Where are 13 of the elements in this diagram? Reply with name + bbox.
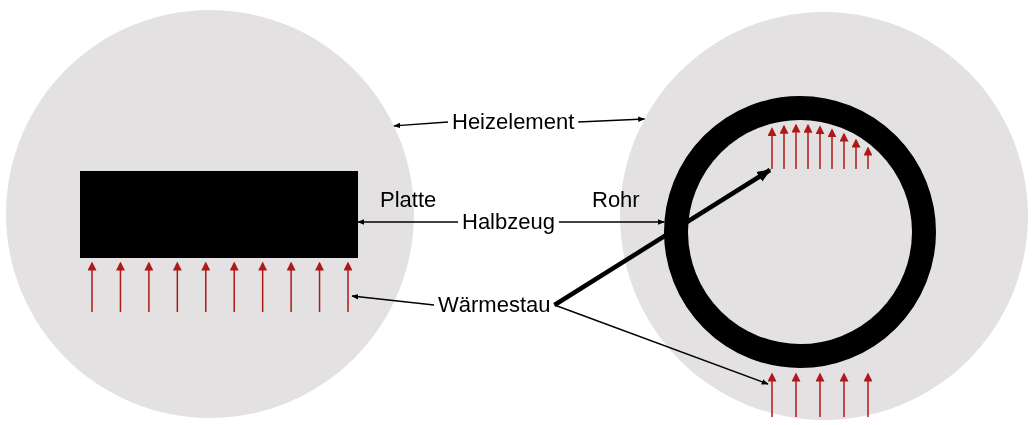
callout-text: Wärmestau [438, 292, 551, 318]
edge-label: Platte [380, 187, 437, 213]
plate-block [80, 171, 358, 258]
arrow [351, 293, 435, 306]
callout-text: Heizelement [452, 109, 575, 135]
arrow [393, 121, 449, 129]
edge-label: Rohr [592, 187, 640, 213]
callout-text: Halbzeug [462, 209, 555, 235]
thick-arrow [553, 168, 772, 307]
arrow [558, 219, 666, 225]
arrow [577, 116, 646, 123]
arrow [357, 219, 459, 225]
arrow [553, 304, 769, 385]
